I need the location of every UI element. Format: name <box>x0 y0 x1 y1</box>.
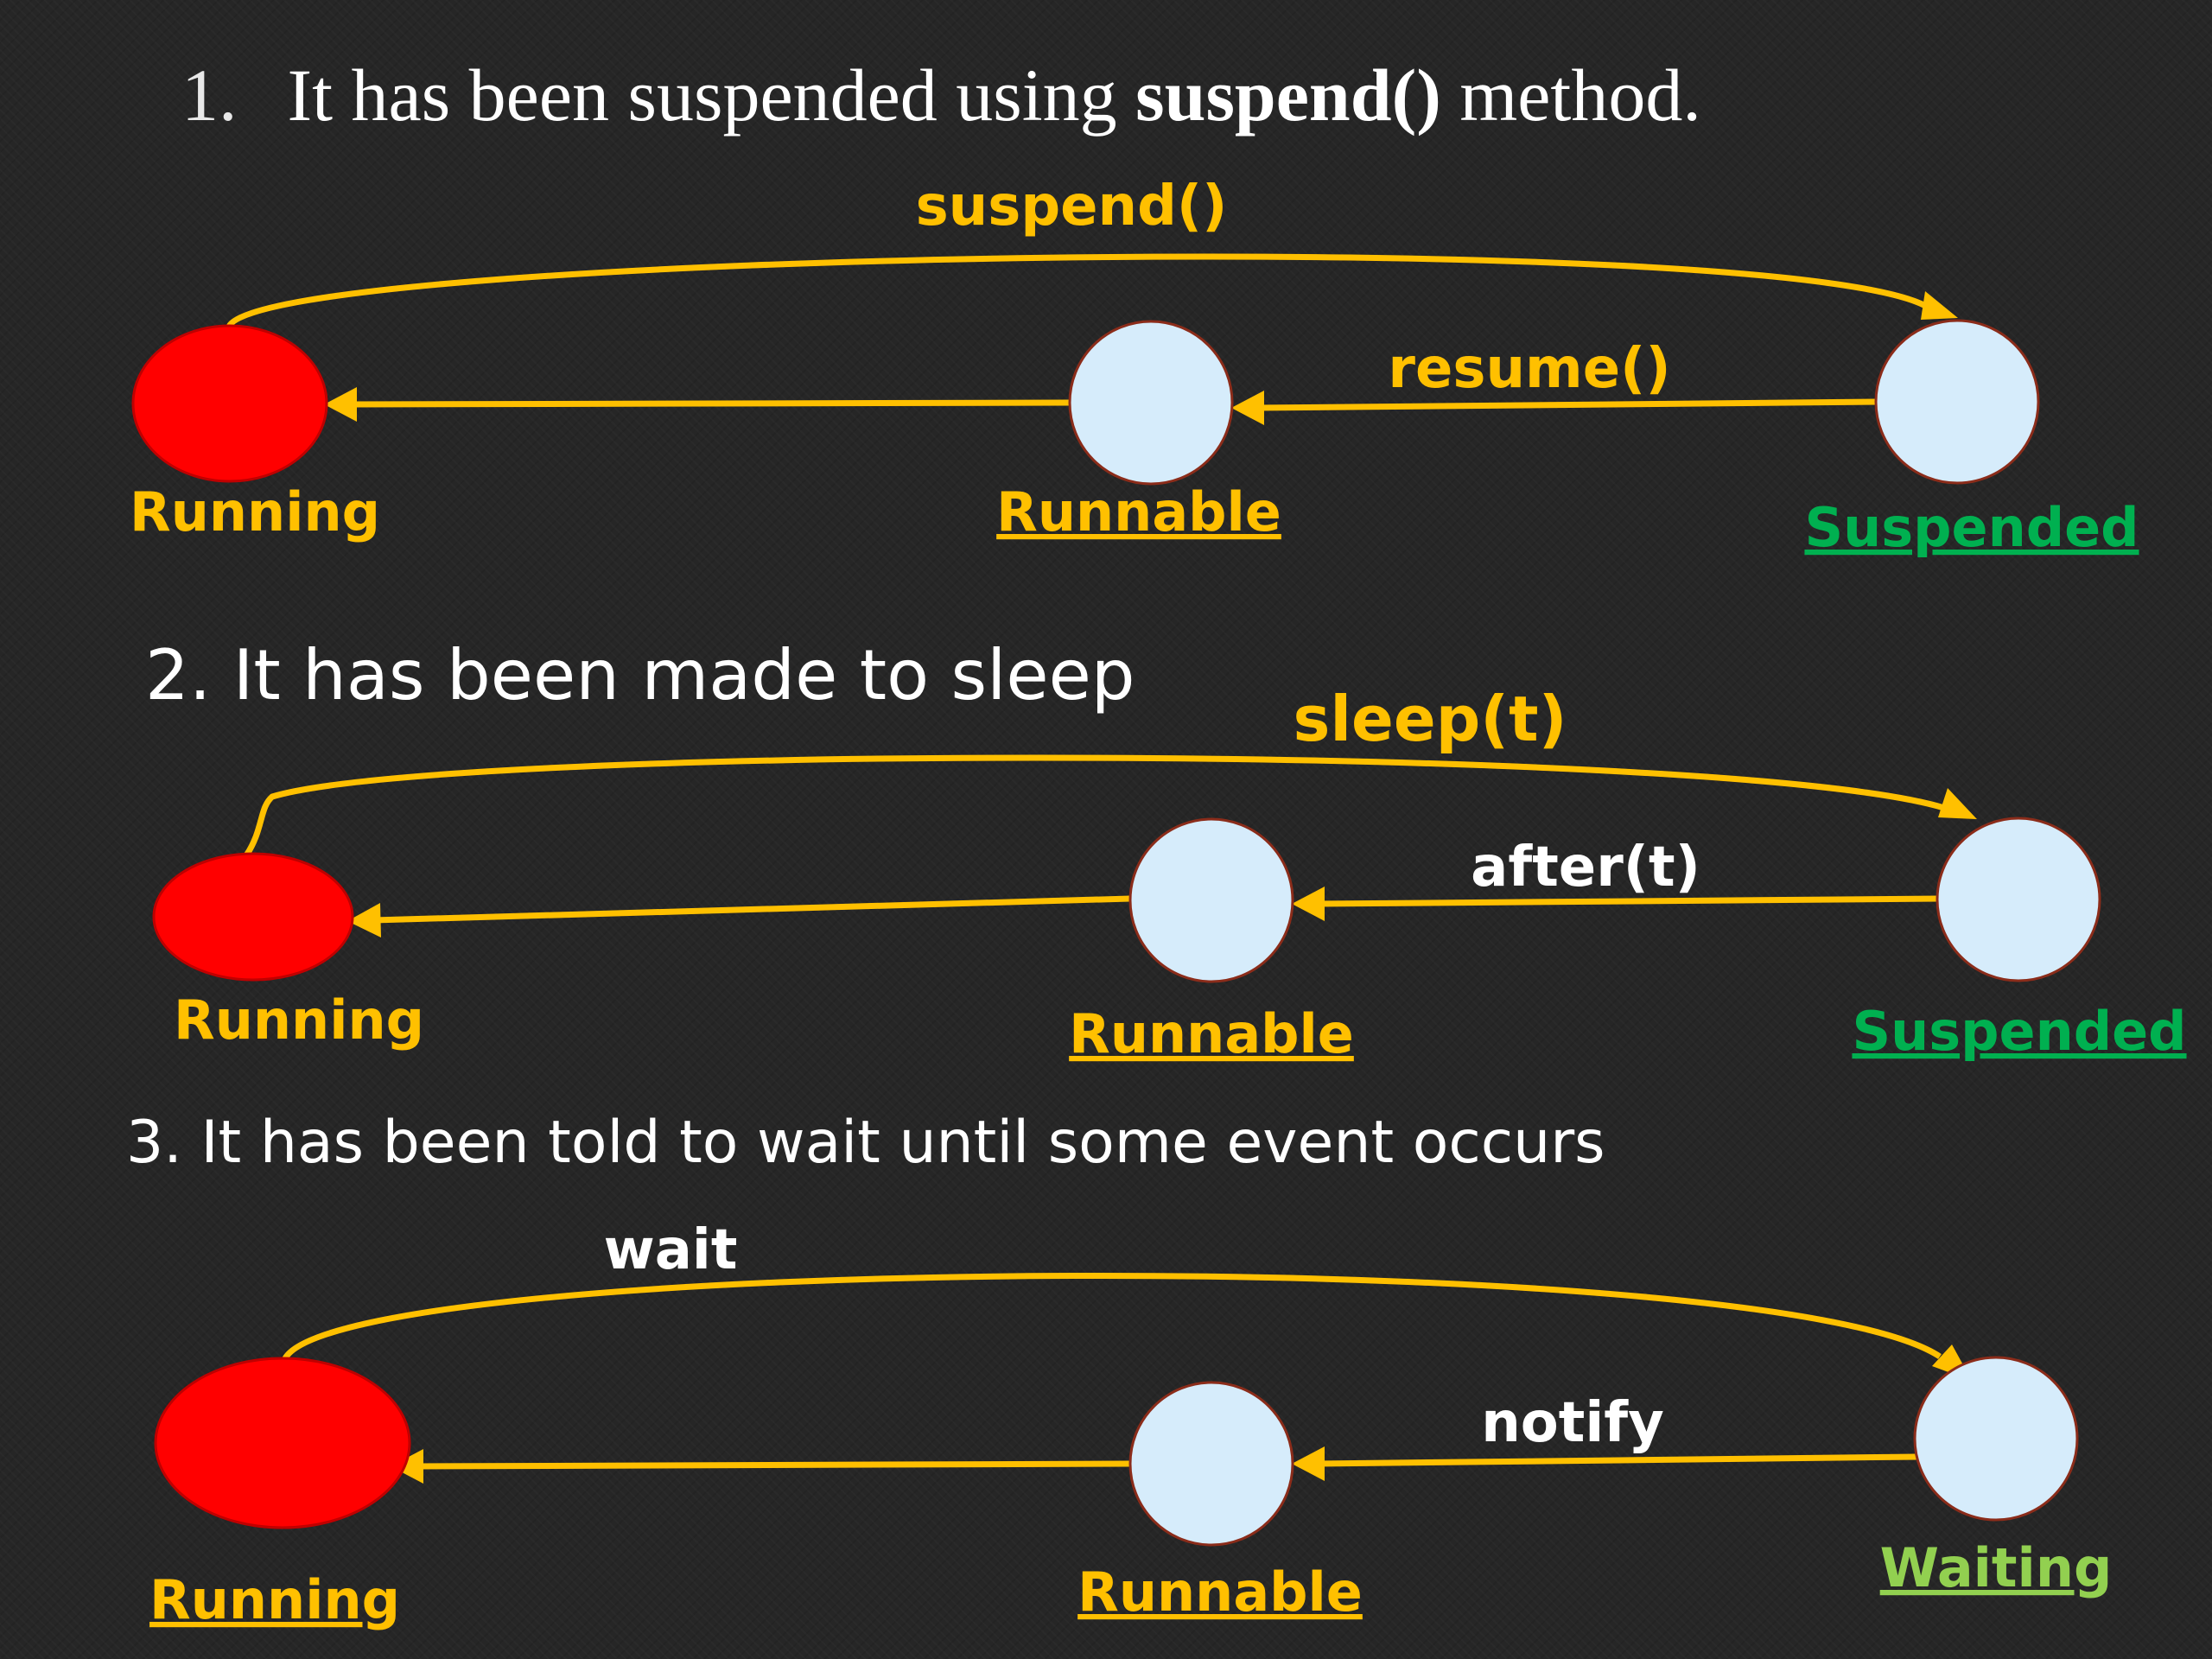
runnable-to-running-arrowhead-2 <box>347 903 381 938</box>
heading-1-number: 1. <box>181 54 238 137</box>
suspended-label-2: Suspended <box>1852 1000 2186 1063</box>
runnable-to-running-arrow-2 <box>372 895 1131 924</box>
notify-arrowhead <box>1292 1446 1325 1481</box>
heading-1: 1.It has been suspended using suspend() … <box>181 52 1701 138</box>
diagram-2: sleep(t) after(t) Running Runnable Suspe… <box>152 683 2187 1065</box>
heading-2: 2. It has been made to sleep <box>145 635 1135 715</box>
resume-arrow <box>1256 398 1880 411</box>
suspended-node-1 <box>1874 319 2040 485</box>
diagram-1: suspend() resume() Running Runnable Susp… <box>130 175 2139 559</box>
resume-label: resume() <box>1388 337 1670 401</box>
runnable-to-running-arrow-3 <box>416 1460 1131 1470</box>
runnable-to-running-arrowhead-1 <box>324 387 357 422</box>
after-arrow <box>1317 895 1941 907</box>
after-label: after(t) <box>1471 836 1700 899</box>
suspend-arrow <box>226 253 1934 329</box>
running-label-3: Running <box>149 1568 400 1631</box>
running-label-1: Running <box>130 480 380 543</box>
sleep-arrowhead <box>1938 788 1977 819</box>
waiting-label-3: Waiting <box>1880 1536 2113 1599</box>
heading-1-bold: suspend() <box>1135 54 1441 137</box>
notify-label: notify <box>1481 1391 1664 1455</box>
heading-3: 3. It has been told to wait until some e… <box>126 1109 1605 1177</box>
sleep-arrow <box>244 754 1946 857</box>
waiting-node-3 <box>1913 1356 2079 1522</box>
wait-label: wait <box>604 1218 738 1282</box>
suspended-label-1: Suspended <box>1804 496 2139 559</box>
runnable-label-1: Runnable <box>996 480 1281 543</box>
runnable-node-3 <box>1128 1381 1294 1547</box>
sleep-label: sleep(t) <box>1294 683 1567 755</box>
heading-1-text: It has been suspended using <box>287 54 1136 137</box>
resume-arrowhead <box>1231 391 1264 425</box>
runnable-node-2 <box>1128 817 1294 983</box>
wait-arrow <box>282 1272 1942 1360</box>
suspended-node-2 <box>1936 817 2101 982</box>
running-label-2: Running <box>174 988 424 1052</box>
after-arrowhead <box>1292 887 1325 921</box>
heading-1-text-end: method. <box>1440 54 1701 137</box>
notify-arrow <box>1317 1453 1917 1467</box>
runnable-node-1 <box>1068 320 1234 486</box>
runnable-to-running-arrow-1 <box>349 399 1071 408</box>
suspend-arrowhead <box>1921 291 1958 320</box>
diagram-3: wait notify Running Runnable Waiting <box>149 1218 2112 1631</box>
running-node-3 <box>154 1357 411 1529</box>
running-node-2 <box>152 852 354 982</box>
runnable-to-running-arrowhead-3 <box>391 1449 423 1484</box>
runnable-label-3: Runnable <box>1077 1560 1363 1624</box>
suspend-label: suspend() <box>916 175 1228 238</box>
runnable-label-2: Runnable <box>1069 1002 1354 1065</box>
running-node-1 <box>131 324 328 483</box>
